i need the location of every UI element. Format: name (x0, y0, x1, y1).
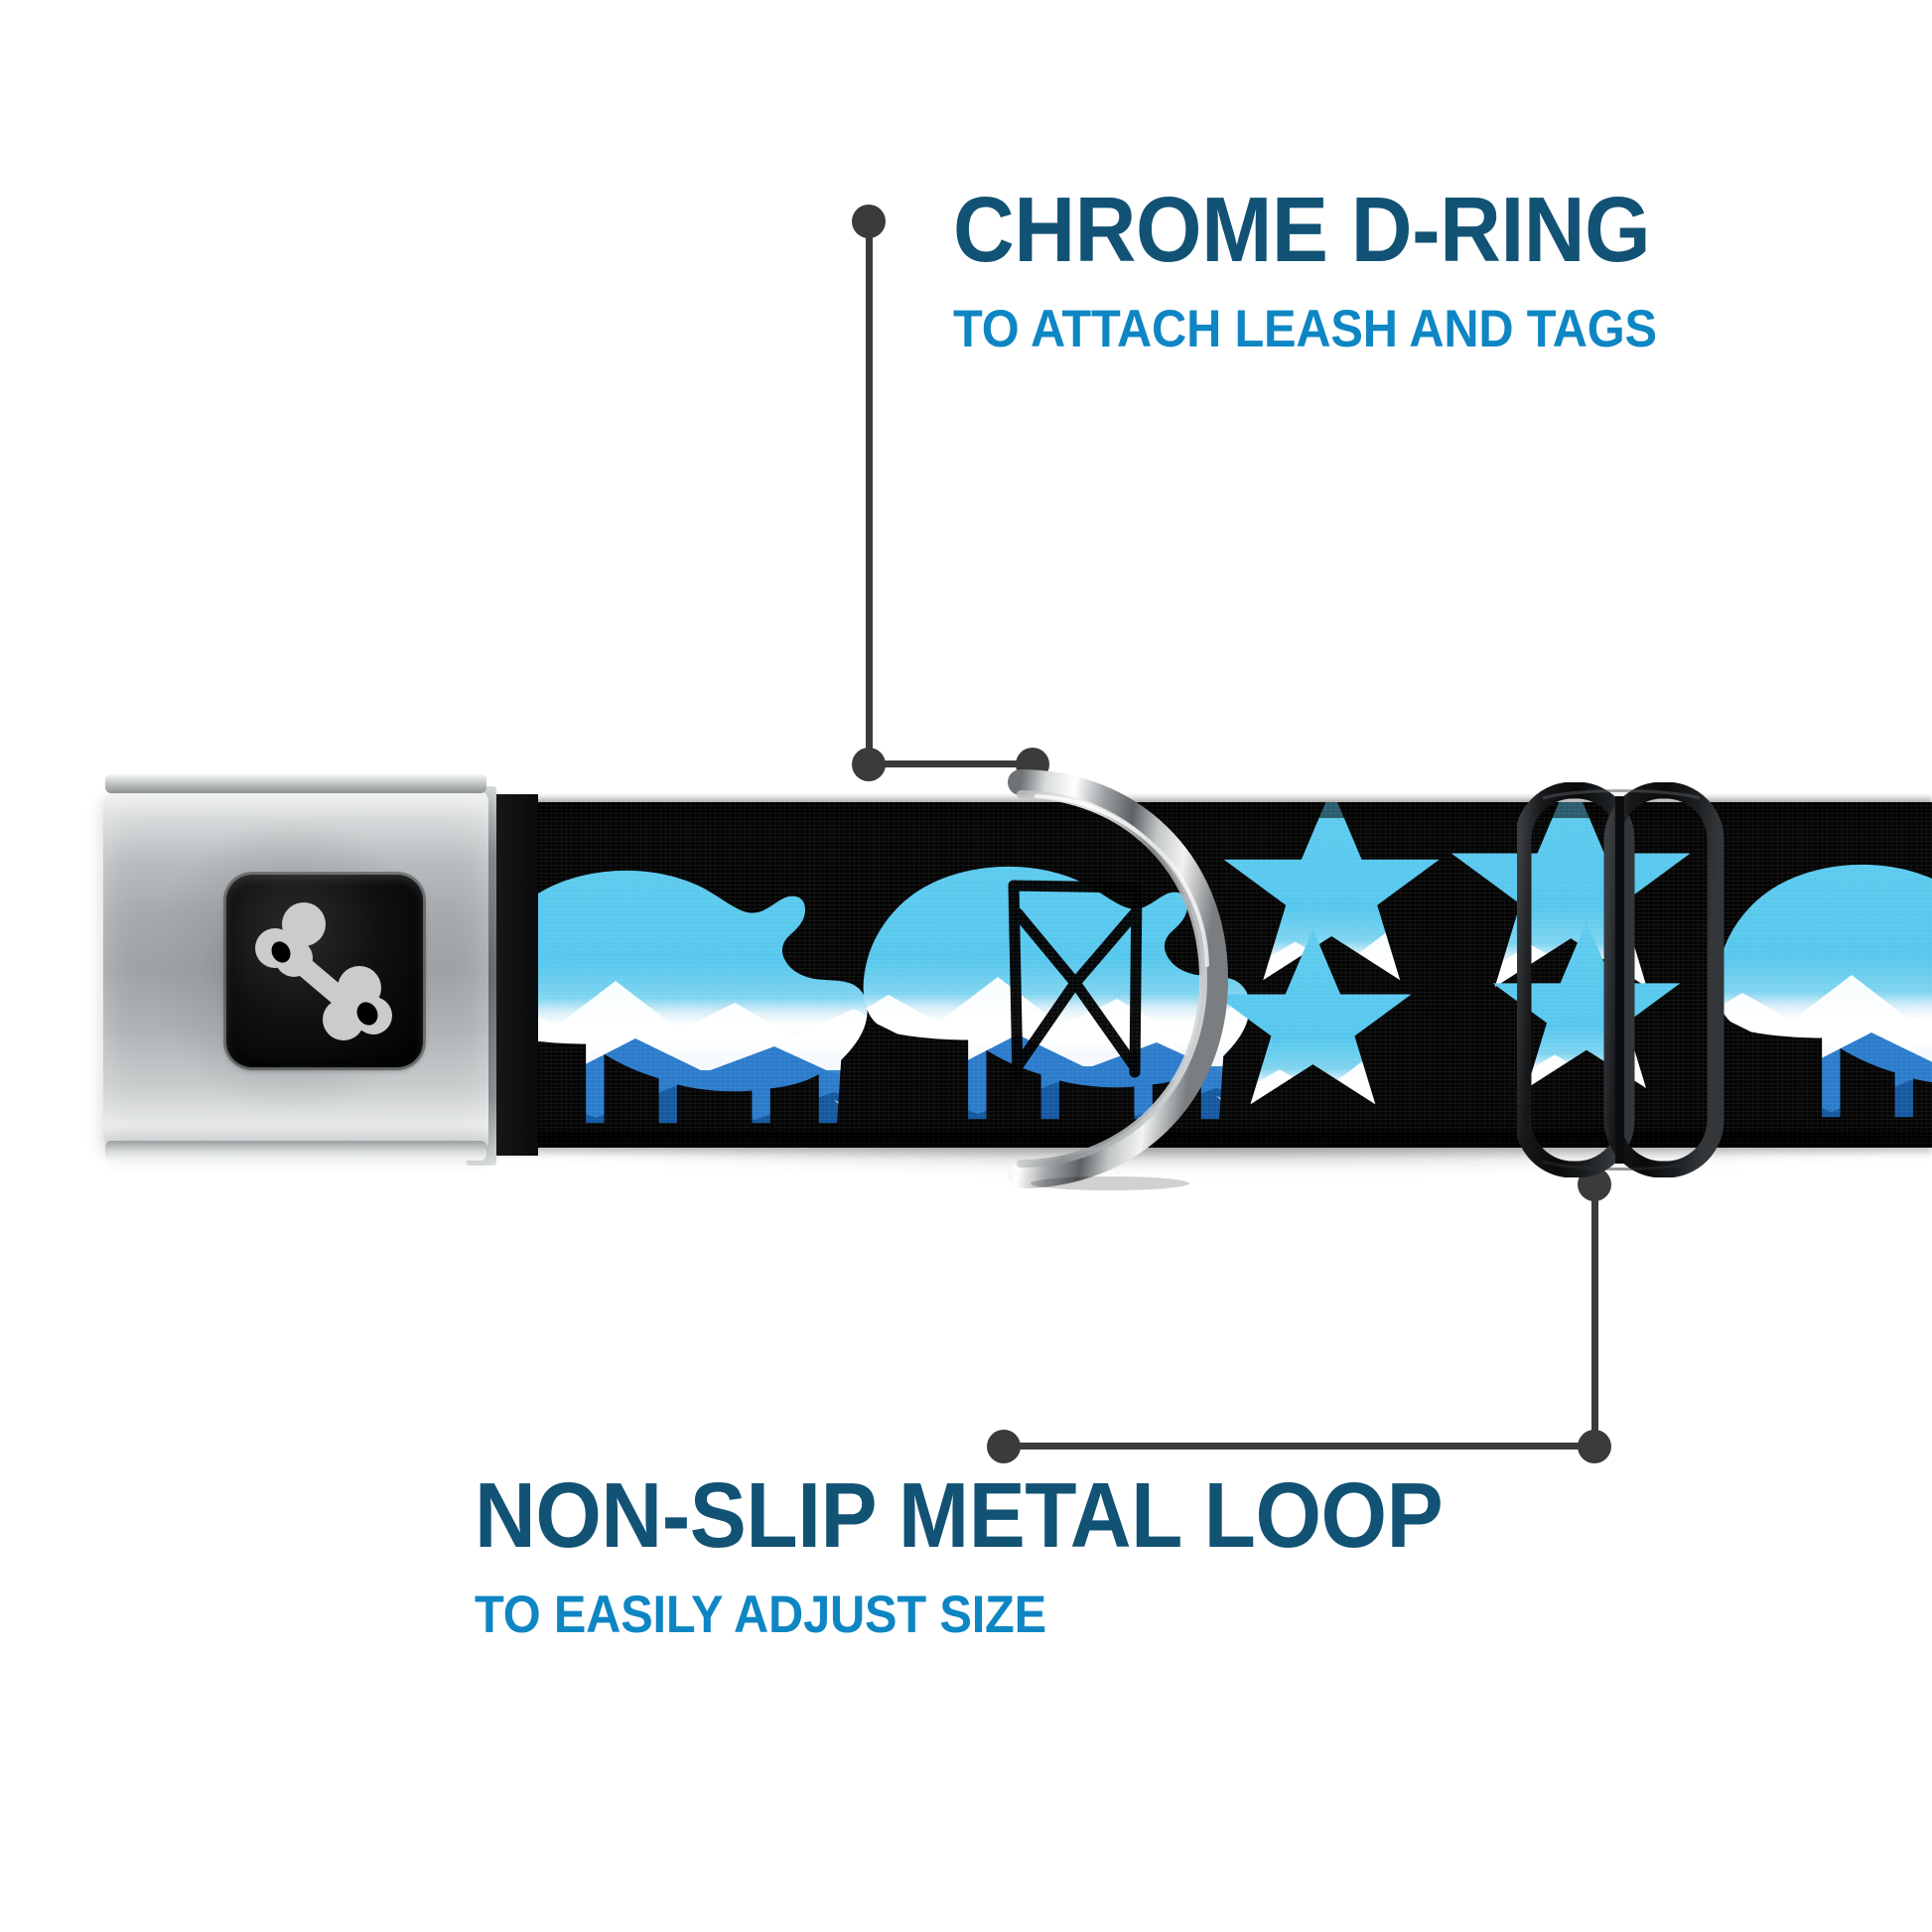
leader-dot-d-ring-corner (852, 748, 886, 781)
strap-top-shadow (467, 794, 1932, 808)
strap-motif-star-4 (1492, 921, 1681, 1089)
strap-motif-bear-3 (1717, 864, 1932, 1118)
leader-line-loop-horizontal (1001, 1443, 1598, 1449)
seatbelt-buckle[interactable] (103, 769, 504, 1173)
buckle-bottom-lip (105, 1141, 486, 1161)
leader-line-d-ring-vertical (866, 234, 873, 770)
leader-line-loop-vertical (1591, 1181, 1598, 1449)
buckle-top-lip (105, 773, 486, 793)
strap-motif-bear-2 (863, 866, 1250, 1120)
callout-title-non-slip-metal-loop: NON-SLIP METAL LOOP (475, 1463, 1444, 1567)
chrome-d-ring[interactable] (981, 766, 1241, 1191)
collar-strap (467, 802, 1932, 1148)
strap-motif-star-2 (1214, 929, 1412, 1105)
leader-dot-d-ring-target (1016, 748, 1049, 781)
non-slip-metal-loop[interactable] (1514, 781, 1725, 1178)
dog-bone-icon (255, 902, 392, 1040)
leader-dot-loop-title (987, 1430, 1021, 1463)
strap-bottom-shadow (467, 1132, 1932, 1158)
callout-title-chrome-d-ring: CHROME D-RING (953, 178, 1651, 281)
buckle-bevel (137, 819, 447, 1123)
leader-dot-d-ring-title (852, 205, 886, 238)
strap-motif-bear-1 (481, 870, 868, 1124)
callout-subtitle-chrome-d-ring: TO ATTACH LEASH AND TAGS (953, 300, 1657, 358)
leader-dot-loop-corner (1578, 1430, 1611, 1463)
buckle-metal-tab (467, 786, 496, 1166)
strap-motif-star-1 (1223, 802, 1440, 981)
buckle-strap-connector (483, 794, 538, 1156)
callout-subtitle-non-slip-metal-loop: TO EASILY ADJUST SIZE (475, 1586, 1047, 1644)
buckle-chrome-body (103, 791, 488, 1151)
buckle-release-button[interactable] (226, 875, 423, 1067)
strap-ground-shadow (486, 1144, 1916, 1170)
leader-line-d-ring-horizontal (866, 760, 1036, 767)
leader-dot-loop-target (1578, 1168, 1611, 1201)
strap-motif-star-3 (1450, 802, 1691, 988)
